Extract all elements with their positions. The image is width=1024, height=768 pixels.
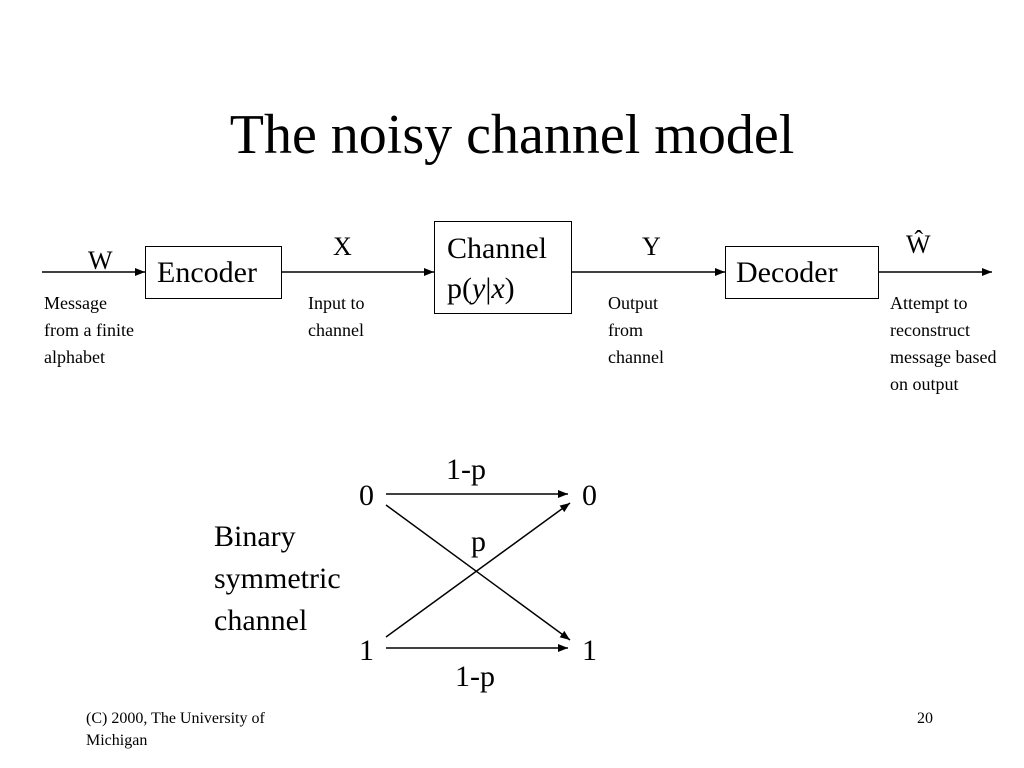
bsc-right-one: 1: [582, 634, 597, 667]
bsc-left-zero: 0: [359, 479, 374, 512]
output-symbol-w-hat: Ŵ: [906, 230, 931, 259]
channel-formula-x: x: [491, 272, 505, 305]
note-message: Message from a finite alphabet: [44, 293, 134, 367]
bsc-title: Binary symmetric channel: [214, 520, 341, 637]
bsc-arrow-1-to-0: [385, 502, 571, 638]
input-symbol-w: W: [88, 246, 113, 275]
bsc-arrow-0-to-1: [385, 504, 571, 641]
page-number: 20: [917, 710, 933, 727]
encoder-box: Encoder: [145, 246, 282, 299]
note-input: Input to channel: [308, 293, 365, 340]
note-attempt: Attempt to reconstruct message based on …: [890, 293, 997, 394]
slide-title: The noisy channel model: [229, 104, 795, 166]
footer-copyright: (C) 2000, The University of Michigan: [86, 710, 265, 749]
bsc-cross-probability: p: [471, 525, 486, 558]
decoder-label: Decoder: [736, 256, 838, 289]
encoder-label: Encoder: [157, 256, 257, 289]
channel-formula-prefix: p(: [447, 272, 472, 305]
channel-output-symbol-y: Y: [642, 232, 661, 261]
note-output: Output from channel: [608, 293, 664, 367]
channel-formula-y: y: [472, 272, 486, 305]
channel-input-symbol-x: X: [333, 232, 352, 261]
channel-label: Channel: [447, 232, 547, 265]
bsc-bottom-probability: 1-p: [455, 660, 495, 693]
decoder-box: Decoder: [725, 246, 879, 299]
bsc-top-probability: 1-p: [446, 453, 486, 486]
channel-formula-suffix: ): [504, 272, 515, 305]
channel-formula: p(y|x): [447, 272, 515, 306]
bsc-right-zero: 0: [582, 479, 597, 512]
channel-formula-bar: |: [485, 272, 492, 305]
channel-box: Channel p(y|x): [434, 221, 572, 314]
bsc-left-one: 1: [359, 634, 374, 667]
